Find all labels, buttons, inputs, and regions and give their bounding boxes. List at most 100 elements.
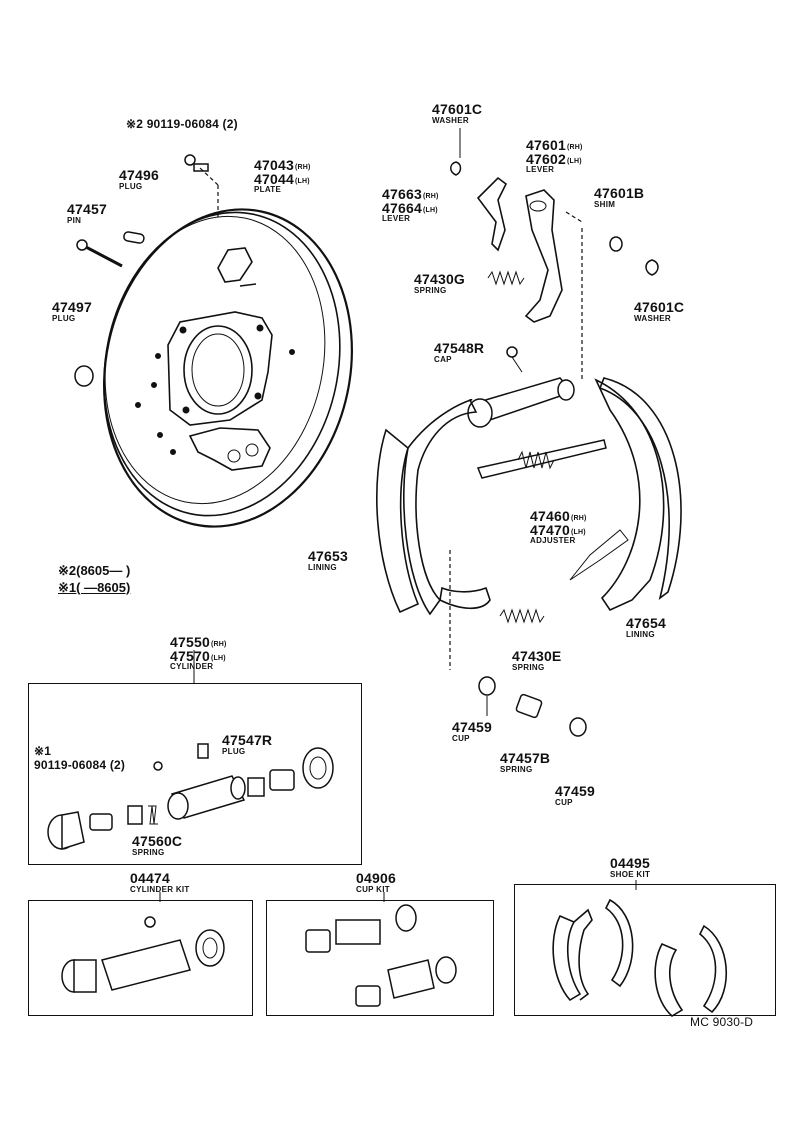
part-name: PLATE [254,185,282,194]
part-name: CYLINDER KIT [130,885,190,894]
cylinder-kit-drawing [61,892,225,993]
part-number: 47601C [432,101,483,117]
label-47459-right: 47459 CUP [555,784,595,807]
part-name: SPRING [512,663,545,672]
part-name: CAP [434,355,452,364]
label-47430G: 47430G SPRING [414,272,465,295]
part-name: LINING [626,630,655,639]
part-name: SPRING [132,848,165,857]
part-number: 47430E [512,648,562,664]
part-number: 90119-06084 [146,117,219,131]
part-name: SPRING [414,286,447,295]
label-47560C: 47560C SPRING [132,834,182,857]
side-marker: (RH) [566,144,583,151]
label-04906: 04906 CUP KIT [356,871,396,894]
part-name: PLUG [119,182,143,191]
part-name: SHOE KIT [610,870,651,879]
part-name: WASHER [432,116,469,125]
part-qty: (2) [222,117,238,131]
label-47601C-right: 47601C WASHER [634,300,684,323]
label-90119-box: ※1 90119-06084 (2) [34,745,125,771]
part-name: CUP [452,734,470,743]
applicability-note-1: ※1( —8605) [58,580,131,595]
part-number: 47570 [170,648,210,664]
side-marker: (RH) [422,193,439,200]
cylinder-kit-box [28,900,253,1016]
part-name: PLUG [52,314,76,323]
part-number: 47459 [555,783,595,799]
side-marker: (RH) [210,641,227,648]
side-marker: (LH) [422,207,438,214]
part-name: PLUG [222,747,246,756]
part-number: 47457B [500,750,551,766]
cylinder-exploded-drawing [47,650,334,851]
part-name: CUP KIT [356,885,390,894]
label-04495: 04495 SHOE KIT [610,856,650,879]
part-number: 47497 [52,299,92,315]
part-name: ADJUSTER [530,536,576,545]
applicability-note-2: ※2(8605— ) [58,563,131,578]
part-number: 47470 [530,522,570,538]
label-47550: 47550(RH) 47570(LH) CYLINDER [170,635,227,671]
part-name: LEVER [382,214,411,223]
part-number: 47460 [530,508,570,524]
part-number: 47547R [222,732,273,748]
label-90119-top: ※2 90119-06084 (2) [126,118,238,130]
side-marker: (LH) [294,178,310,185]
part-number: 47459 [452,719,492,735]
cylinder-box [28,683,362,865]
part-name: CYLINDER [170,662,214,671]
label-47497: 47497 PLUG [52,300,92,323]
label-47457: 47457 PIN [67,202,107,225]
label-04474: 04474 CYLINDER KIT [130,871,190,894]
side-marker: (LH) [210,655,226,662]
part-qty: (2) [109,758,126,772]
label-47653: 47653 LINING [308,549,348,572]
shoe-kit-drawing [552,880,728,1017]
brake-shoes-drawing [376,377,682,737]
part-number: 04495 [610,855,650,871]
part-name: PIN [67,216,82,225]
note-mark: ※1 [34,744,52,758]
label-47459-left: 47459 CUP [452,720,492,743]
cup-kit-drawing [305,892,457,1007]
part-number: 04474 [130,870,170,886]
part-number: 47654 [626,615,666,631]
part-number: 47601 [526,137,566,153]
side-marker: (LH) [566,158,582,165]
part-number: 90119-06084 [34,758,107,772]
part-name: SPRING [500,765,533,774]
shoe-kit-box [514,884,776,1016]
part-number: 47602 [526,151,566,167]
backing-plate-drawing [74,154,353,528]
part-number: 47550 [170,634,210,650]
part-number: 47430G [414,271,466,287]
part-number: 04906 [356,870,396,886]
part-number: 47560C [132,833,183,849]
label-47601C-top: 47601C WASHER [432,102,482,125]
part-number: 47044 [254,171,294,187]
part-number: 47601C [634,299,685,315]
part-name: CUP [555,798,573,807]
part-number: 47548R [434,340,485,356]
label-47548R: 47548R CAP [434,341,484,364]
side-marker: (LH) [570,529,586,536]
part-name: LEVER [526,165,555,174]
part-name: WASHER [634,314,671,323]
label-47547R: 47547R PLUG [222,733,272,756]
part-number: 47496 [119,167,159,183]
diagram-code: MC 9030-D [690,1015,754,1029]
part-name: SHIM [594,200,616,209]
part-number: 47663 [382,186,422,202]
note-mark: ※2 [126,117,144,131]
part-number: 47601B [594,185,645,201]
label-47654: 47654 LINING [626,616,666,639]
label-47460: 47460(RH) 47470(LH) ADJUSTER [530,509,587,545]
cup-kit-box [266,900,494,1016]
label-47043: 47043(RH) 47044(LH) PLATE [254,158,311,194]
part-number: 47653 [308,548,348,564]
part-number: 47664 [382,200,422,216]
side-marker: (RH) [294,164,311,171]
part-name: LINING [308,563,337,572]
